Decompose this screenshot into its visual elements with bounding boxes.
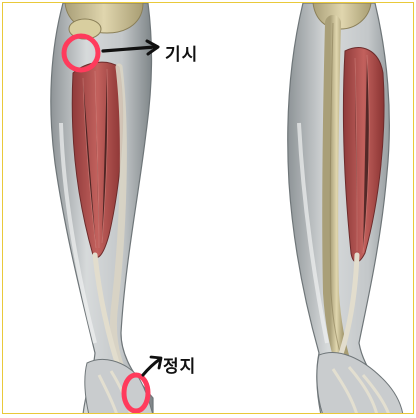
origin-annotation (61, 33, 160, 73)
left-leg (50, 3, 154, 413)
leg-anatomy-illustration (50, 3, 404, 413)
origin-circle-marker (61, 33, 101, 73)
origin-label: 기시 (165, 45, 199, 65)
insertion-label: 정지 (163, 357, 197, 377)
insertion-arrow (141, 357, 162, 377)
insertion-annotation (121, 355, 163, 413)
insertion-circle-marker (121, 372, 151, 413)
origin-arrow (101, 45, 157, 53)
image-frame: 기시 정지 (2, 2, 414, 414)
right-leg (287, 3, 404, 413)
